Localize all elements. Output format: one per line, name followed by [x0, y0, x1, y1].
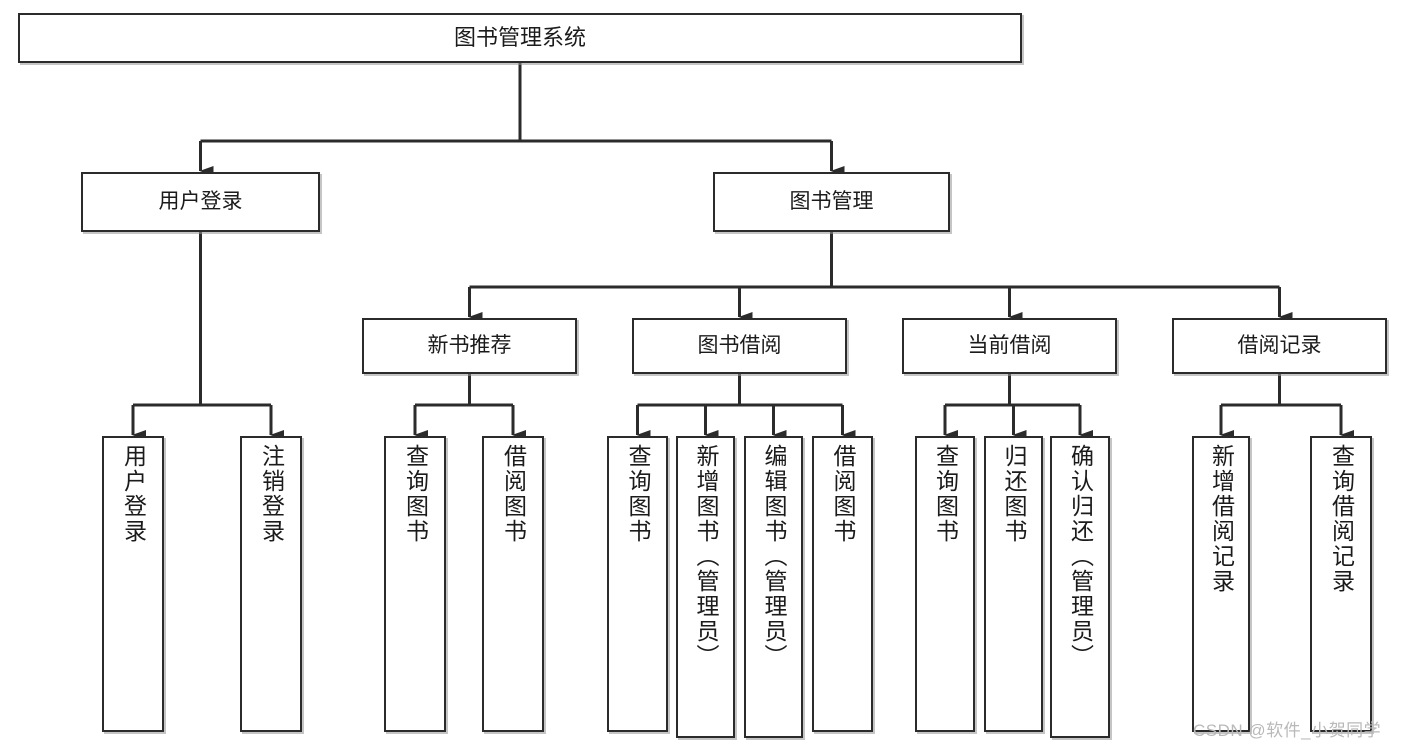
node-b1[interactable]: 查询图书: [607, 436, 668, 732]
node-b3[interactable]: 编辑图书（管理员）: [744, 436, 803, 738]
node-newrec[interactable]: 新书推荐: [362, 318, 577, 374]
node-label: 查询图书: [402, 444, 429, 544]
node-label: 确认归还（管理员）: [1067, 444, 1094, 669]
node-l1[interactable]: 用户登录: [102, 436, 164, 732]
node-records[interactable]: 借阅记录: [1172, 318, 1387, 374]
node-label: 查询图书: [625, 444, 651, 544]
node-label: 图书借阅: [697, 334, 782, 358]
node-c1[interactable]: 查询图书: [915, 436, 975, 732]
node-current[interactable]: 当前借阅: [902, 318, 1117, 374]
node-bookmgmt[interactable]: 图书管理: [713, 172, 950, 232]
node-root[interactable]: 图书管理系统: [18, 13, 1022, 63]
node-label: 借阅图书: [500, 444, 527, 544]
csdn-watermark: CSDN @软件_小贺同学: [1193, 721, 1382, 740]
node-login[interactable]: 用户登录: [81, 172, 320, 232]
node-label: 当前借阅: [967, 334, 1052, 358]
node-n2[interactable]: 借阅图书: [482, 436, 544, 732]
node-c2[interactable]: 归还图书: [984, 436, 1043, 732]
node-r1[interactable]: 新增借阅记录: [1192, 436, 1250, 732]
node-r2[interactable]: 查询借阅记录: [1310, 436, 1372, 732]
node-label: 图书管理系统: [453, 24, 586, 50]
node-label: 用户登录: [158, 190, 243, 214]
node-c3[interactable]: 确认归还（管理员）: [1050, 436, 1110, 738]
node-label: 编辑图书（管理员）: [761, 444, 787, 669]
node-label: 查询图书: [932, 444, 959, 544]
node-l2[interactable]: 注销登录: [240, 436, 302, 732]
node-b2[interactable]: 新增图书（管理员）: [676, 436, 735, 738]
node-borrow[interactable]: 图书借阅: [632, 318, 847, 374]
node-label: 归还图书: [1001, 444, 1027, 544]
node-b4[interactable]: 借阅图书: [812, 436, 873, 732]
node-label: 用户登录: [120, 444, 147, 544]
node-label: 新书推荐: [427, 334, 512, 358]
node-label: 新增借阅记录: [1208, 444, 1235, 594]
node-label: 借阅图书: [830, 444, 856, 544]
node-label: 查询借阅记录: [1328, 444, 1355, 594]
node-label: 注销登录: [258, 444, 285, 544]
node-n1[interactable]: 查询图书: [384, 436, 446, 732]
node-label: 借阅记录: [1237, 334, 1322, 358]
node-label: 新增图书（管理员）: [693, 444, 719, 669]
node-label: 图书管理: [789, 190, 874, 214]
